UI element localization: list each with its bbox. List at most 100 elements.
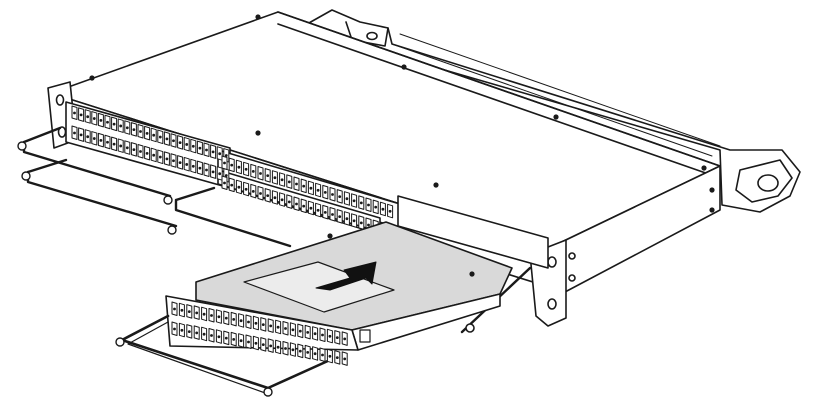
adapter-port-hole [302, 204, 306, 208]
adapter-port-hole [178, 141, 182, 145]
adapter-port-hole [321, 353, 324, 357]
adapter-port-hole [343, 357, 347, 361]
adapter-port-hole [254, 341, 258, 345]
adapter-port-hole [152, 153, 156, 157]
adapter-port-hole [269, 324, 273, 328]
adapter-port-hole [232, 318, 236, 321]
adapter-port-hole [223, 161, 226, 165]
adapter-port-hole [79, 133, 83, 137]
adapter-port-hole [165, 137, 169, 141]
adapter-port-hole [99, 119, 103, 122]
adapter-port-hole [211, 150, 215, 154]
adapter-port-hole [284, 347, 287, 350]
adapter-port-hole [145, 151, 149, 155]
adapter-port-hole [106, 140, 109, 144]
adapter-port-hole [125, 126, 129, 130]
adapter-port-hole [119, 124, 123, 128]
adapter-port-hole [205, 148, 208, 152]
adapter-port-hole [251, 190, 255, 193]
adapter-port-hole [232, 338, 236, 341]
adapter-port-hole [367, 203, 370, 207]
adapter-port-hole [239, 319, 243, 323]
adapter-port-hole [335, 336, 339, 339]
adapter-port-hole [374, 205, 378, 209]
adapter-port-hole [218, 152, 222, 156]
adapter-port-hole [331, 213, 334, 216]
adapter-port-hole [291, 328, 295, 332]
adapter-port-hole [321, 333, 324, 337]
adapter-port-hole [191, 144, 195, 148]
adapter-port-hole [158, 155, 162, 159]
installed-adapter-ports [71, 105, 394, 239]
adapter-port-hole [298, 329, 302, 333]
adapter-port-hole [352, 199, 356, 203]
adapter-port-hole [178, 161, 182, 165]
adapter-port-hole [345, 197, 349, 201]
adapter-port-hole [254, 321, 258, 325]
adapter-port-hole [287, 200, 291, 204]
adapter-port-hole [73, 131, 76, 135]
adapter-port-hole [230, 183, 234, 187]
adapter-port-hole [223, 181, 226, 185]
adapter-port-hole [261, 323, 265, 326]
adapter-port-hole [266, 174, 270, 178]
adapter-port-hole [338, 195, 342, 199]
adapter-port-hole [352, 219, 356, 223]
adapter-port-hole [309, 206, 313, 210]
adapter-port-hole [132, 128, 136, 132]
adapter-port-hole [173, 327, 176, 331]
adapter-port-hole [180, 328, 184, 332]
adapter-port-hole [202, 312, 206, 316]
adapter-port-hole [112, 142, 116, 146]
adapter-port-hole [359, 221, 363, 225]
adapter-port-hole [269, 344, 273, 348]
adapter-port-hole [247, 340, 250, 344]
adapter-port-hole [280, 198, 284, 202]
adapter-port-hole [244, 187, 248, 191]
adapter-port-hole [239, 339, 243, 343]
adapter-port-hole [158, 135, 162, 139]
insert-direction-arrow-icon [315, 261, 377, 291]
adapter-port-hole [302, 184, 306, 188]
adapter-port-hole [323, 191, 327, 194]
adapter-port-hole [251, 170, 255, 173]
adapter-port-hole [224, 154, 228, 157]
adapter-port-hole [276, 345, 280, 349]
adapter-port-hole [173, 307, 176, 311]
adapter-port-hole [132, 148, 136, 152]
adapter-port-hole [313, 332, 317, 336]
adapter-port-hole [202, 332, 206, 336]
adapter-port-hole [276, 325, 280, 329]
adapter-port-hole [217, 335, 221, 339]
adapter-port-hole [152, 133, 156, 137]
adapter-port-hole [180, 308, 184, 312]
adapter-port-hole [145, 131, 149, 135]
adapter-port-hole [125, 146, 129, 150]
adapter-port-hole [92, 117, 96, 120]
adapter-port-hole [210, 314, 213, 317]
handle-rail-3 [174, 186, 292, 248]
adapter-port-hole [295, 182, 298, 186]
adapter-port-hole [139, 150, 142, 153]
adapter-port-hole [187, 310, 191, 313]
sliding-adapter-ports [171, 301, 348, 366]
adapter-port-hole [205, 168, 208, 172]
adapter-port-hole [343, 337, 347, 341]
adapter-port-hole [86, 115, 90, 119]
adapter-port-hole [306, 351, 310, 354]
adapter-port-hole [295, 202, 298, 206]
adapter-port-hole [298, 349, 302, 353]
adapter-port-hole [388, 209, 392, 213]
adapter-port-hole [79, 113, 83, 117]
adapter-port-hole [218, 172, 222, 176]
adapter-port-hole [284, 327, 287, 330]
handle-rail-2 [26, 158, 178, 228]
adapter-port-hole [195, 331, 199, 335]
cover-screws [89, 14, 707, 188]
adapter-port-hole [224, 174, 228, 177]
adapter-port-hole [165, 157, 169, 161]
adapter-port-hole [237, 185, 241, 189]
adapter-port-hole [309, 186, 313, 190]
